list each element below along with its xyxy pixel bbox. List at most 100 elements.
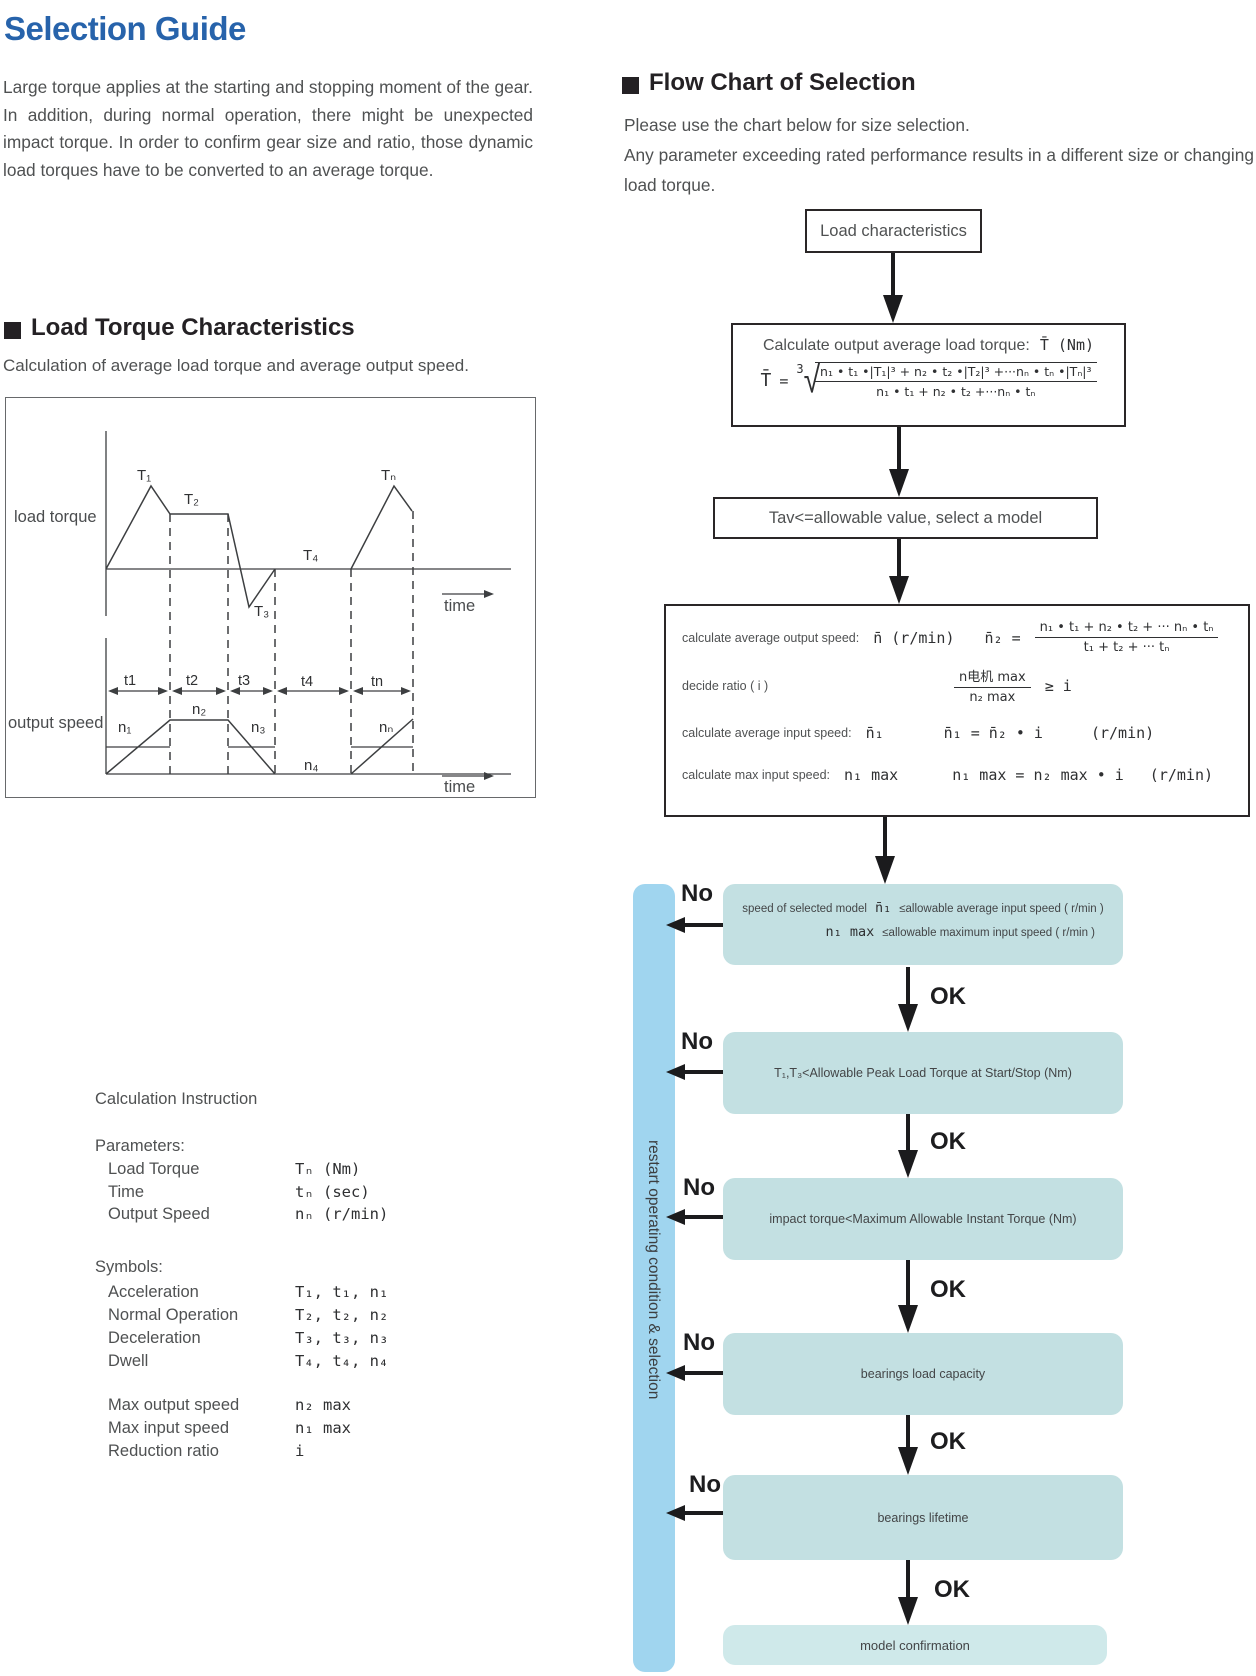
calc-row-symbol: n₁ max — [844, 766, 899, 784]
radical-sign: √ — [803, 359, 821, 401]
extra-value: i — [295, 1442, 305, 1460]
equals-sign: = — [779, 371, 789, 390]
parameter-row: Output Speed nₙ (r/min) — [108, 1205, 448, 1224]
calc-row-ratio: decide ratio ( i ) n电机 max n₂ max ≥ i — [682, 666, 1072, 705]
fraction-denominator: n₁ • t₁ + n₂ • t₂ +···nₙ • tₙ — [876, 384, 1036, 399]
extra-value: n₂ max — [295, 1396, 351, 1414]
torque-label-tn: Tₙ — [381, 467, 396, 484]
flow-arrow-down — [889, 427, 909, 497]
symbol-row: Acceleration T₁, t₁, n₁ — [108, 1283, 448, 1302]
fraction-denominator: t₁ + t₂ + ··· tₙ — [1083, 640, 1170, 655]
check-input-speed: speed of selected model n̄₁ ≤allowable a… — [723, 884, 1123, 965]
check-text: bearings lifetime — [877, 1510, 969, 1525]
interval-label-tn: tn — [371, 674, 383, 690]
interval-label-t2: t2 — [186, 673, 198, 689]
flow-intro-line2: Any parameter exceeding rated performanc… — [624, 145, 1254, 195]
section-bullet-icon — [4, 322, 21, 339]
flow-step-label: Load characteristics — [820, 221, 967, 240]
check-speed-line1: speed of selected model n̄₁ ≤allowable a… — [723, 900, 1123, 916]
speed-label-n3: n₃ — [251, 719, 265, 736]
parameter-value: tₙ (sec) — [295, 1183, 370, 1201]
fraction-numerator: n₁ • t₁ + n₂ • t₂ + ··· nₙ • tₙ — [1034, 620, 1219, 638]
flow-arrow-down — [898, 1415, 918, 1475]
calc-row-symbol: n̄₁ — [865, 724, 884, 742]
calc-row-label: decide ratio ( i ) — [682, 678, 769, 693]
flow-step-load-characteristics: Load characteristics — [805, 209, 982, 253]
flow-arrow-down — [898, 1114, 918, 1178]
interval-label-t1: t1 — [124, 673, 136, 689]
check-variable: n̄₁ — [874, 900, 892, 916]
interval-label-t3: t3 — [238, 673, 250, 689]
calc-row-output-speed: calculate average output speed: n̄ (r/mi… — [682, 620, 1219, 655]
avg-torque-symbol: T̄ (Nm) — [1039, 336, 1095, 354]
symbol-row: Normal Operation T₂, t₂, n₂ — [108, 1306, 448, 1325]
symbols-heading: Symbols: — [95, 1258, 163, 1276]
check-bearing-lifetime: bearings lifetime — [723, 1475, 1123, 1560]
flow-arrow-down — [898, 1260, 918, 1333]
flow-arrow-down — [889, 539, 909, 604]
load-torque-diagram-svg: T₁ T₂ T₃ T₄ Tₙ time load torque t1 t2 t3 — [8, 431, 511, 796]
check-condition: ≤allowable maximum input speed ( r/min ) — [882, 927, 1095, 939]
check-variable: n₁ max — [825, 924, 875, 940]
calc-row-label: calculate average output speed: — [682, 630, 860, 645]
extra-row: Max output speed n₂ max — [108, 1396, 448, 1415]
check-peak-torque: T₁,T₃<Allowable Peak Load Torque at Star… — [723, 1032, 1123, 1114]
ok-label: OK — [930, 1428, 966, 1455]
parameter-value: Tₙ (Nm) — [295, 1160, 361, 1178]
check-condition: ≤allowable average input speed ( r/min ) — [899, 903, 1104, 915]
parameter-row: Time tₙ (sec) — [108, 1183, 448, 1202]
calc-row-unit: (r/min) — [1090, 724, 1155, 742]
calc-row-lhs: n̄₂ = — [984, 628, 1021, 647]
symbol-value: T₂, t₂, n₂ — [295, 1306, 389, 1324]
calc-row-unit: (r/min) — [1149, 766, 1214, 784]
flow-no-arrow — [666, 1064, 723, 1080]
formula-lhs: T̄ — [760, 370, 772, 391]
no-label: No — [689, 1471, 721, 1498]
calc-row-avg-input: calculate average input speed: n̄₁ n̄₁ =… — [682, 724, 1154, 742]
ok-label: OK — [930, 1128, 966, 1155]
torque-label-t1: T₁ — [137, 467, 151, 484]
time-axis-label-top: time — [444, 597, 475, 615]
flow-step-average-torque: Calculate output average load torque: T̄… — [731, 323, 1126, 427]
check-bearing-load: bearings load capacity — [723, 1333, 1123, 1415]
check-text: impact torque<Maximum Allowable Instant … — [769, 1212, 1077, 1226]
load-torque-diagram: T₁ T₂ T₃ T₄ Tₙ time load torque t1 t2 t3 — [5, 397, 536, 798]
extra-label: Max input speed — [108, 1419, 230, 1437]
flow-step-label: Tav<=allowable value, select a model — [768, 508, 1043, 527]
flow-step-model-confirmation: model confirmation — [723, 1625, 1107, 1665]
restart-condition-label: restart operating condition & selection — [645, 1140, 662, 1400]
parameter-label: Time — [108, 1183, 145, 1201]
flow-no-arrow — [666, 1209, 723, 1225]
torque-label-t2: T₂ — [184, 491, 199, 508]
flow-arrow-down — [875, 817, 895, 884]
torque-label-t3: T₃ — [254, 603, 269, 620]
no-label: No — [683, 1174, 715, 1201]
flow-arrow-down — [898, 1560, 918, 1625]
avg-torque-label: Calculate output average load torque: — [762, 337, 1030, 354]
calc-row-symbol: n̄ (r/min) — [873, 628, 955, 647]
fraction-numerator: n₁ • t₁ •|T₁|³ + n₂ • t₂ •|T₂|³ +···nₙ •… — [815, 364, 1097, 382]
no-label: No — [681, 880, 713, 907]
cube-root-index: 3 — [796, 362, 804, 376]
torque-fraction: n₁ • t₁ •|T₁|³ + n₂ • t₂ •|T₂|³ +···nₙ •… — [815, 362, 1097, 399]
flow-step-select-model: Tav<=allowable value, select a model — [713, 497, 1098, 539]
restart-condition-bar — [633, 884, 675, 1672]
load-section-subtitle: Calculation of average load torque and a… — [3, 356, 469, 375]
flow-no-arrow — [666, 1365, 723, 1381]
interval-label-t4: t4 — [301, 674, 313, 690]
ratio-fraction: n电机 max n₂ max — [954, 666, 1031, 705]
calc-instruction-title: Calculation Instruction — [95, 1090, 258, 1108]
flow-section-title: Flow Chart of Selection — [649, 69, 916, 96]
section-bullet-icon — [622, 77, 639, 94]
parameter-row: Load Torque Tₙ (Nm) — [108, 1160, 448, 1179]
calc-row-formula: n₁ max = n₂ max • i — [952, 766, 1124, 784]
parameters-heading: Parameters: — [95, 1137, 185, 1155]
speed-fraction: n₁ • t₁ + n₂ • t₂ + ··· nₙ • tₙ t₁ + t₂ … — [1034, 620, 1219, 655]
parameter-value: nₙ (r/min) — [295, 1205, 389, 1223]
time-axis-label-bottom: time — [444, 778, 475, 794]
extra-value: n₁ max — [295, 1419, 351, 1437]
symbol-label: Dwell — [108, 1352, 149, 1370]
extra-label: Max output speed — [108, 1396, 240, 1414]
fraction-numerator: n电机 max — [954, 666, 1031, 688]
